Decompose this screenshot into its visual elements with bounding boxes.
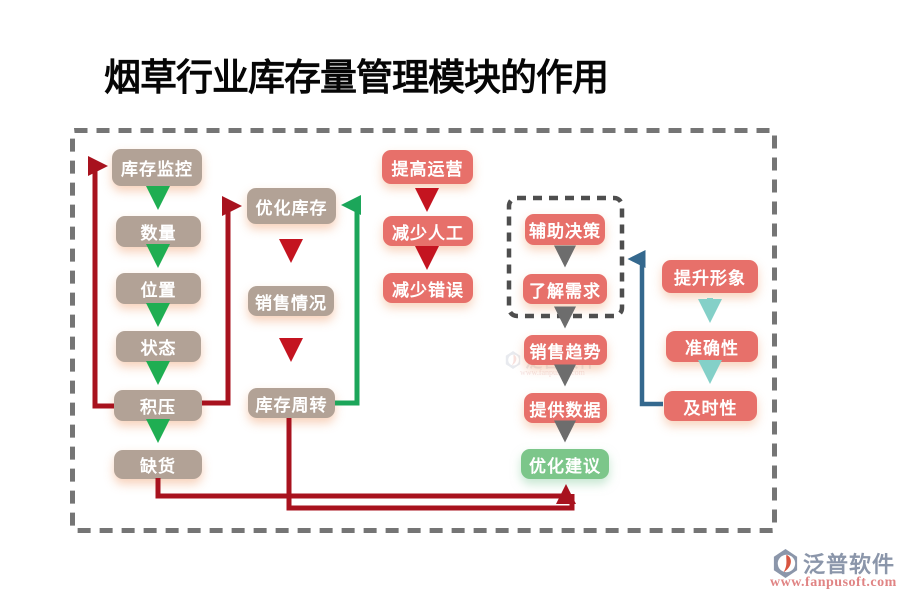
- node-understand-demand: 了解需求: [523, 274, 607, 304]
- node-status: 状态: [116, 331, 201, 362]
- connector-turnover-to-optimize: [335, 195, 361, 406]
- brand-watermark-url: www.fanpusoft.com: [520, 368, 585, 377]
- node-decision-support: 辅助决策: [525, 214, 605, 245]
- node-location: 位置: [116, 273, 201, 304]
- node-improve-operations: 提高运营: [382, 150, 473, 184]
- brand-watermark-icon: [505, 350, 521, 369]
- node-sales-trend: 销售趋势: [524, 335, 607, 365]
- brand-logo: 泛普软件: [771, 547, 895, 579]
- node-stockout: 缺货: [114, 450, 202, 479]
- connector-backlog-to-optimize: [202, 196, 242, 406]
- connector-backlog-to-monitor: [88, 156, 114, 409]
- node-optimization-advice: 优化建议: [521, 449, 609, 479]
- brand-name: 泛普软件: [803, 552, 896, 577]
- node-enhance-image: 提升形象: [662, 260, 758, 293]
- node-timeliness: 及时性: [664, 391, 757, 421]
- node-provide-data: 提供数据: [524, 393, 607, 423]
- node-quantity: 数量: [116, 216, 201, 247]
- node-inventory-monitor: 库存监控: [112, 149, 202, 186]
- connector-stockout-to-advice: [155, 478, 576, 504]
- connector-timeliness-to-decision: [627, 250, 663, 407]
- node-reduce-errors: 减少错误: [383, 273, 473, 303]
- diagram-title: 烟草行业库存量管理模块的作用: [104, 57, 609, 98]
- node-reduce-labor: 减少人工: [383, 216, 473, 246]
- node-backlog: 积压: [114, 390, 202, 421]
- brand-logo-icon: [773, 548, 798, 578]
- brand-url: www.fanpusoft.com: [770, 575, 897, 590]
- node-accuracy: 准确性: [666, 331, 758, 362]
- node-optimize-inventory: 优化库存: [247, 188, 336, 224]
- node-sales-situation: 销售情况: [248, 286, 334, 316]
- node-inventory-turnover: 库存周转: [248, 388, 335, 418]
